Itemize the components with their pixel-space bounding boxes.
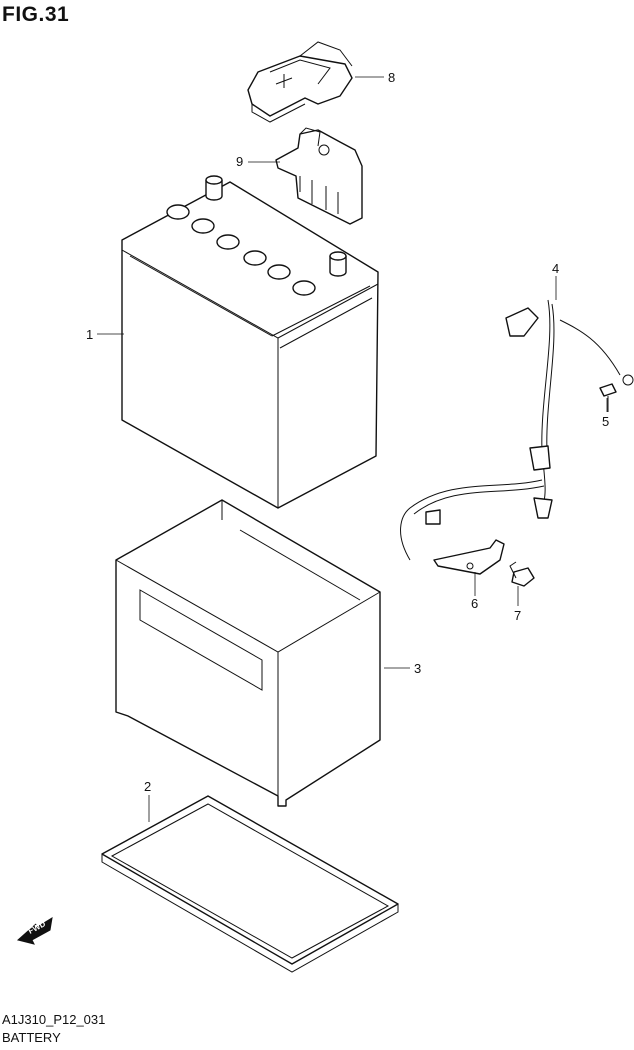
- callout-1: 1: [86, 327, 93, 342]
- callout-7: 7: [514, 608, 521, 623]
- plate: [433, 539, 505, 575]
- callout-8: 8: [388, 70, 395, 85]
- fwd-arrow-icon: FWD: [16, 917, 53, 945]
- terminal-bracket: [275, 127, 363, 225]
- leader-lines: [97, 76, 608, 822]
- figure-title: FIG.31: [2, 3, 70, 26]
- diagram-code: A1J310_P12_031: [2, 1012, 106, 1027]
- bolt: [509, 561, 535, 587]
- callout-9: 9: [236, 154, 243, 169]
- diagram-name: BATTERY: [2, 1030, 61, 1045]
- terminal-cover: [247, 41, 353, 123]
- callout-2: 2: [144, 779, 151, 794]
- battery-tray: [101, 795, 399, 973]
- battery-cable: [400, 299, 634, 561]
- callout-3: 3: [414, 661, 421, 676]
- battery: [121, 175, 379, 509]
- battery-box: [115, 499, 381, 807]
- callout-6: 6: [471, 596, 478, 611]
- callout-4: 4: [552, 261, 559, 276]
- callout-5: 5: [602, 414, 609, 429]
- bolt-small: [599, 383, 617, 412]
